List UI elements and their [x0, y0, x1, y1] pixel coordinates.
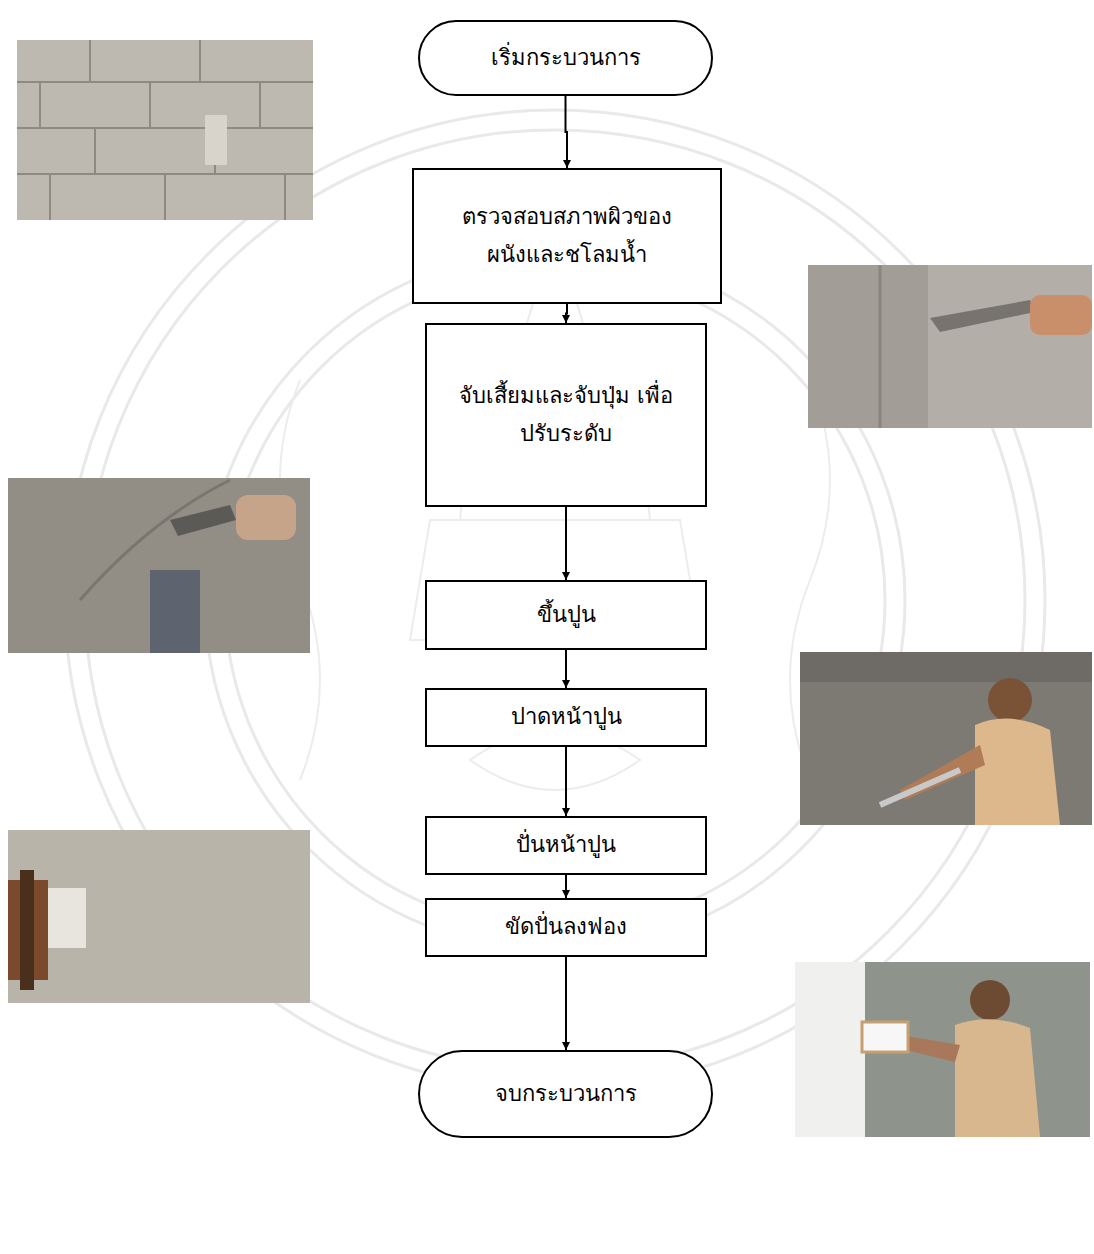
flow-arrow [565, 957, 567, 1051]
process-box: จับเสี้ยมและจับปุ่ม เพื่อปรับระดับ [425, 323, 707, 507]
flow-arrow [566, 304, 567, 323]
flow-arrow [566, 96, 568, 168]
node-label: จับเสี้ยมและจับปุ่ม เพื่อปรับระดับ [451, 377, 681, 454]
flow-arrow [565, 875, 567, 899]
process-box: ปาดหน้าปูน [425, 688, 707, 747]
node-label: ขึ้นปูน [537, 596, 596, 635]
photo-level-dots [8, 478, 310, 653]
flow-arrow [565, 507, 567, 580]
node-label: ตรวจสอบสภาพผิวของ ผนังและชโลมน้ำ [442, 198, 692, 275]
photo-float-texture [8, 830, 310, 1003]
node-label: ปั่นหน้าปูน [516, 826, 616, 865]
terminal-box: จบกระบวนการ [418, 1050, 713, 1138]
process-box: ขัดปั่นลงฟอง [425, 898, 707, 957]
flow-arrow [565, 650, 567, 688]
photo-sponge-finish [795, 962, 1090, 1137]
node-label: ปาดหน้าปูน [511, 698, 622, 737]
process-box: ตรวจสอบสภาพผิวของ ผนังและชโลมน้ำ [412, 168, 722, 304]
node-label: ขัดปั่นลงฟอง [505, 908, 627, 947]
terminal-box: เริ่มกระบวนการ [418, 20, 713, 96]
process-box: ปั่นหน้าปูน [425, 816, 707, 875]
photo-trowel-corner [808, 265, 1092, 428]
photo-wall-blocks [17, 40, 313, 220]
node-label: เริ่มกระบวนการ [491, 39, 641, 78]
process-box: ขึ้นปูน [425, 580, 707, 650]
seal-emblem [280, 230, 830, 790]
node-label: จบกระบวนการ [495, 1075, 637, 1114]
photo-plastering-worker [800, 652, 1092, 825]
flow-arrow [565, 747, 567, 817]
